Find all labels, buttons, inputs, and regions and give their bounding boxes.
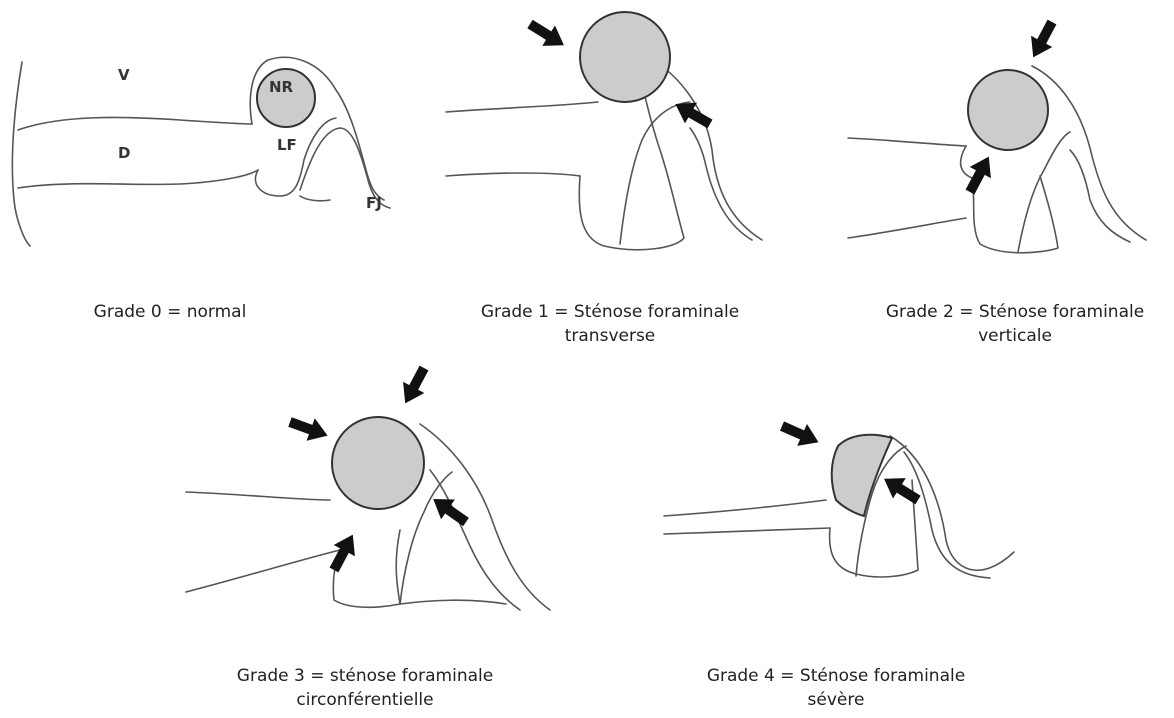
grade2-caption-line2: verticale (862, 324, 1168, 348)
grade4-disc-lower-edge (664, 528, 830, 534)
label-v: V (118, 66, 130, 84)
grade1-caption: Grade 1 = Sténose foraminale transverse (460, 300, 760, 348)
grade4-illustration (664, 415, 1014, 578)
grade2-caption: Grade 2 = Sténose foraminale verticale (862, 300, 1168, 348)
grade3-disc-lower-edge (186, 550, 340, 592)
grade1-nerve-root (580, 12, 670, 102)
grade4-arrow-left (777, 415, 823, 453)
grade3-illustration (186, 362, 550, 610)
grade2-illustration (848, 16, 1146, 252)
grade4-facet-joint (890, 436, 1014, 570)
grade2-pedicle-outline (961, 146, 1058, 253)
grade1-arrow-upper-left (524, 14, 571, 56)
grade4-caption: Grade 4 = Sténose foraminale sévère (676, 664, 996, 712)
grade3-arrow-left (286, 411, 332, 447)
grade0-caption: Grade 0 = normal (40, 300, 300, 324)
grade3-caption: Grade 3 = sténose foraminale circonféren… (200, 664, 530, 712)
grade3-caption-line2: circonférentielle (200, 688, 530, 712)
grade1-illustration (446, 12, 762, 250)
grade0-foramen-inner (255, 118, 336, 196)
grade3-arrow-right (426, 489, 473, 532)
grade4-caption-line1: Grade 4 = Sténose foraminale (676, 664, 996, 688)
grade3-lower-inner (400, 600, 506, 604)
grade1-caption-line2: transverse (460, 324, 760, 348)
label-lf: LF (277, 136, 297, 154)
grade2-facet-inner (1070, 150, 1130, 242)
grade3-disc-upper-edge (186, 492, 330, 500)
grade4-compressed-nerve-root (832, 435, 892, 516)
grade3-facet-joint (420, 424, 550, 610)
grade3-nerve-root (332, 417, 424, 509)
grade4-caption-line2: sévère (676, 688, 996, 712)
grade2-nerve-root (968, 70, 1048, 150)
grade2-disc-lower-edge (848, 218, 966, 238)
grade0-facet-inner (300, 196, 330, 201)
grade0-caption-line1: Grade 0 = normal (40, 300, 300, 324)
label-fj: FJ (366, 194, 382, 212)
grade1-disc-upper-edge (446, 102, 598, 112)
grade1-disc-lower-edge (446, 173, 580, 176)
grade2-disc-upper-edge (848, 138, 966, 146)
label-nr: NR (269, 78, 294, 96)
grade3-caption-line1: Grade 3 = sténose foraminale (200, 664, 530, 688)
grade3-arrow-top (395, 362, 435, 409)
grade3-facet-inner (430, 470, 520, 610)
grade2-facet-joint (1032, 66, 1146, 240)
label-d: D (118, 144, 130, 162)
grade1-facet-inner (690, 128, 752, 240)
grade4-disc-upper-edge (664, 500, 826, 516)
grade0-vertebra-left-edge (12, 62, 30, 246)
grade2-caption-line1: Grade 2 = Sténose foraminale (862, 300, 1168, 324)
grade1-facet-joint (650, 58, 762, 240)
grade0-illustration: V D NR LF FJ (12, 57, 390, 246)
grade2-arrow-top (1023, 16, 1063, 63)
grade0-disc-upper-edge (18, 117, 252, 130)
grade0-disc-lower-edge (18, 170, 258, 188)
grade1-caption-line1: Grade 1 = Sténose foraminale (460, 300, 760, 324)
